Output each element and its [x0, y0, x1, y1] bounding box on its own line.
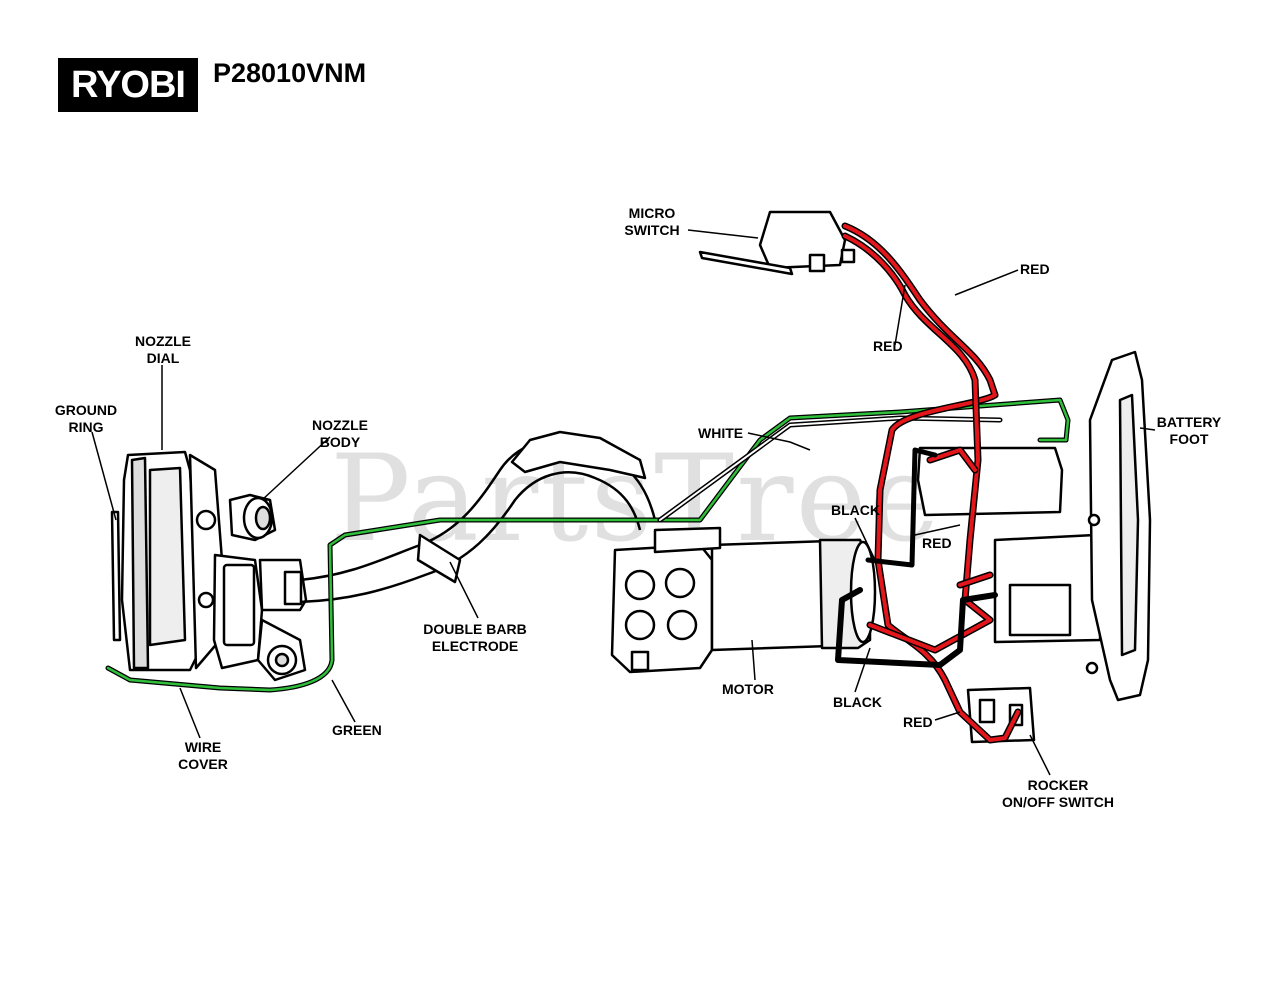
label-double-barb-electrode: DOUBLE BARB ELECTRODE	[423, 621, 527, 654]
battery-foot	[1085, 350, 1152, 702]
motor-assembly	[610, 526, 877, 674]
label-micro-switch: MICRO SWITCH	[624, 205, 680, 238]
label-rocker-switch: ROCKER ON/OFF SWITCH	[1002, 777, 1114, 810]
label-battery-foot: BATTERY FOOT	[1156, 414, 1222, 447]
ryobi-logo: RYOBI	[58, 58, 198, 112]
model-number: P28010VNM	[213, 58, 367, 88]
nozzle-assembly	[110, 450, 308, 682]
black-wire-2	[835, 587, 998, 668]
label-nozzle-body: NOZZLE BODY	[312, 417, 368, 450]
label-red-middle: RED	[922, 535, 952, 551]
label-black-lower: BLACK	[833, 694, 882, 710]
brand-text: RYOBI	[71, 64, 186, 106]
leader-lines	[91, 229, 1156, 776]
wires	[105, 222, 1071, 744]
label-red-lower: RED	[903, 714, 933, 730]
micro-switch	[698, 210, 856, 276]
label-motor: MOTOR	[722, 681, 774, 697]
label-white: WHITE	[698, 425, 744, 441]
label-red-top-right: RED	[1020, 261, 1050, 277]
label-wire-cover: WIRE COVER	[178, 739, 228, 772]
rocker-switch-body	[966, 686, 1036, 744]
control-block	[916, 446, 1104, 644]
black-wire-1	[865, 447, 938, 568]
label-nozzle-dial: NOZZLE DIAL	[135, 333, 191, 366]
label-black-upper: BLACK	[831, 502, 880, 518]
label-ground-ring: GROUND RING	[54, 402, 118, 435]
label-green: GREEN	[332, 722, 382, 738]
hose	[299, 430, 657, 604]
label-red-top-left: RED	[873, 338, 903, 354]
